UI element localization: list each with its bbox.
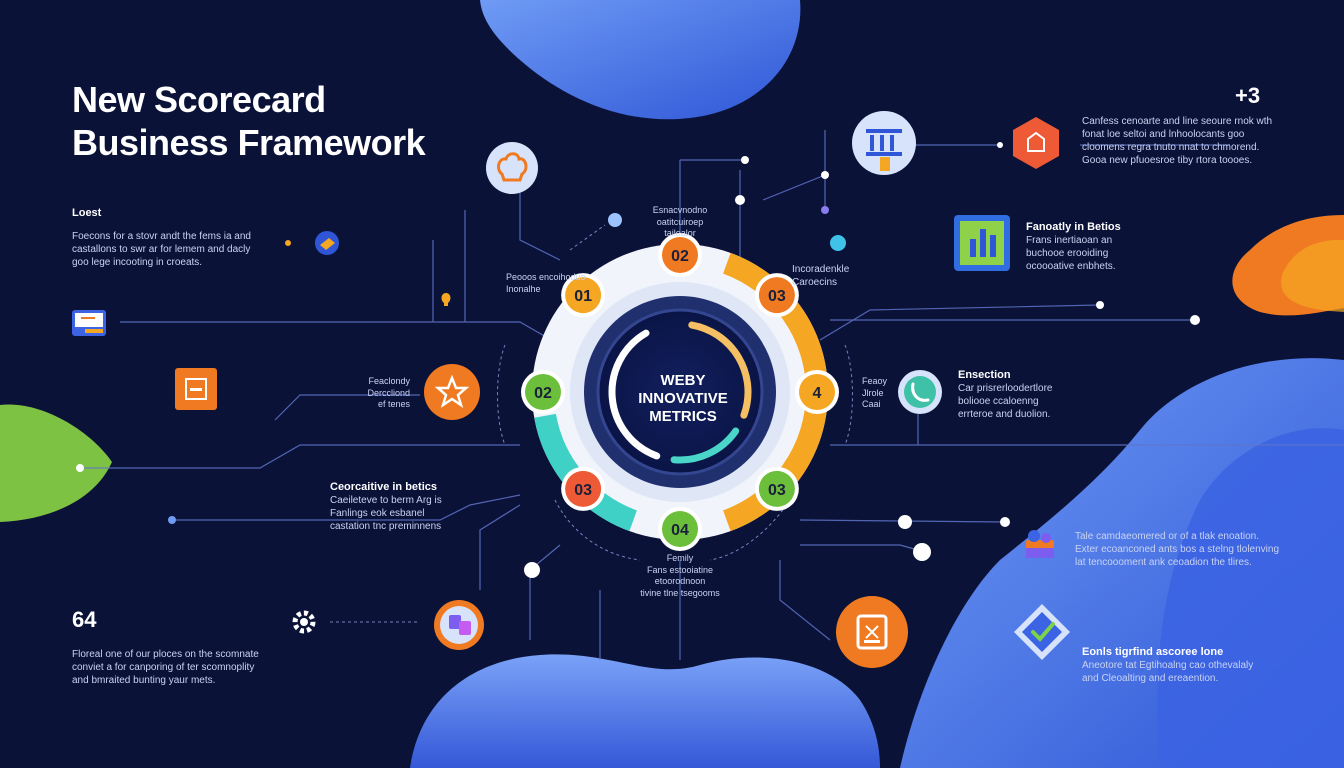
segment-node-4: 4 — [795, 370, 839, 414]
shield-check-icon — [1014, 604, 1070, 660]
dashed-lines — [330, 224, 853, 623]
core-arc-white — [608, 329, 661, 460]
segment-node-circle — [565, 470, 602, 507]
blob-orange-2 — [1281, 239, 1344, 312]
title-line-2: Business Framework — [72, 122, 426, 164]
segment-node-circle — [662, 511, 698, 547]
segment-node-6: 04 — [658, 507, 702, 551]
globe-icon — [315, 231, 339, 255]
segment-node-circle — [799, 374, 835, 410]
center-label-line-2: INNOVATIVE — [638, 390, 727, 407]
team-icon — [434, 600, 484, 650]
segment-node-circle — [758, 470, 795, 507]
wheel-core — [596, 308, 764, 476]
lightbulb-icon — [441, 293, 451, 306]
text-block-right-bottom: Eonls tigrfind ascoree lone Aneotore tat… — [1082, 645, 1253, 685]
right-mid-heading: Fanoatly in Betios — [1026, 221, 1121, 233]
card-icon — [72, 310, 106, 336]
segment-node-circle — [758, 277, 795, 314]
right-bottom-heading: Eonls tigrfind ascoree lone — [1082, 646, 1224, 658]
connector-lines — [80, 130, 1344, 660]
blob-right-2 — [1157, 428, 1344, 768]
center-label-line-3: METRICS — [649, 408, 717, 425]
segment-node-label: 03 — [574, 482, 592, 499]
chef-hat-icon — [486, 142, 538, 194]
text-block-right-lower: Tale camdaeomered or of a tlak enoation.… — [1075, 531, 1280, 568]
text-block-left-bottom: Floreal one of our ploces on the scomnat… — [72, 649, 259, 686]
segment-node-circle — [565, 277, 602, 314]
top-right-number: +3 — [1235, 83, 1261, 108]
cubes-icon — [1013, 117, 1059, 169]
segment-nodes: 01 02 03 4 03 04 03 02 — [521, 233, 839, 551]
minus-square-icon — [175, 368, 217, 410]
execution-heading: Ensection — [958, 369, 1011, 381]
connector-dots — [76, 142, 1200, 578]
core-arc-teal — [670, 427, 740, 464]
gear-icon — [292, 610, 316, 634]
core-arc-amber — [688, 321, 752, 419]
segment-node-8: 02 — [521, 370, 565, 414]
blob-bottom — [410, 654, 880, 768]
segment-node-circle — [525, 374, 561, 410]
page-title: New Scorecard Business Framework — [72, 78, 426, 164]
blob-top — [480, 0, 801, 120]
star-icon — [424, 364, 480, 420]
segment-node-1: 01 — [561, 273, 606, 318]
segment-node-label: 03 — [768, 482, 786, 499]
folder-icon — [1026, 530, 1054, 558]
bank-icon — [852, 111, 916, 175]
center-label-line-1: WEBY — [661, 372, 706, 389]
left-top-heading: Loest — [72, 207, 102, 219]
segment-node-circle — [662, 237, 698, 273]
segment-node-label: 04 — [671, 522, 689, 539]
ticket-icon — [836, 596, 908, 668]
bottom-left-number: 64 — [72, 607, 97, 632]
segment-node-label: 01 — [574, 288, 592, 305]
segment-node-label: 02 — [534, 385, 552, 402]
text-block-mid-left: Ceorcaitive in betics Caeileteve to berm… — [330, 480, 442, 533]
title-line-1: New Scorecard — [72, 79, 326, 120]
mid-left-heading: Ceorcaitive in betics — [330, 481, 437, 493]
segment-node-2: 02 — [658, 233, 702, 277]
segment-node-5: 03 — [754, 466, 799, 511]
segment-node-label: 4 — [813, 385, 822, 402]
text-block-top-right: Canfess cenoarte and line seoure rnok wt… — [1082, 116, 1273, 166]
segment-node-label: 02 — [671, 248, 689, 265]
segment-node-7: 03 — [561, 466, 606, 511]
text-block-left-top: Loest Foecons for a stovr andt the fems … — [72, 206, 251, 269]
bar-chart-icon — [954, 215, 1010, 271]
left-top-body: Foecons for a stovr andt the fems ia and… — [72, 231, 251, 269]
phone-icon — [898, 370, 942, 414]
segment-node-3: 03 — [754, 273, 799, 318]
segment-node-label: 03 — [768, 288, 786, 305]
blob-green — [0, 404, 112, 522]
